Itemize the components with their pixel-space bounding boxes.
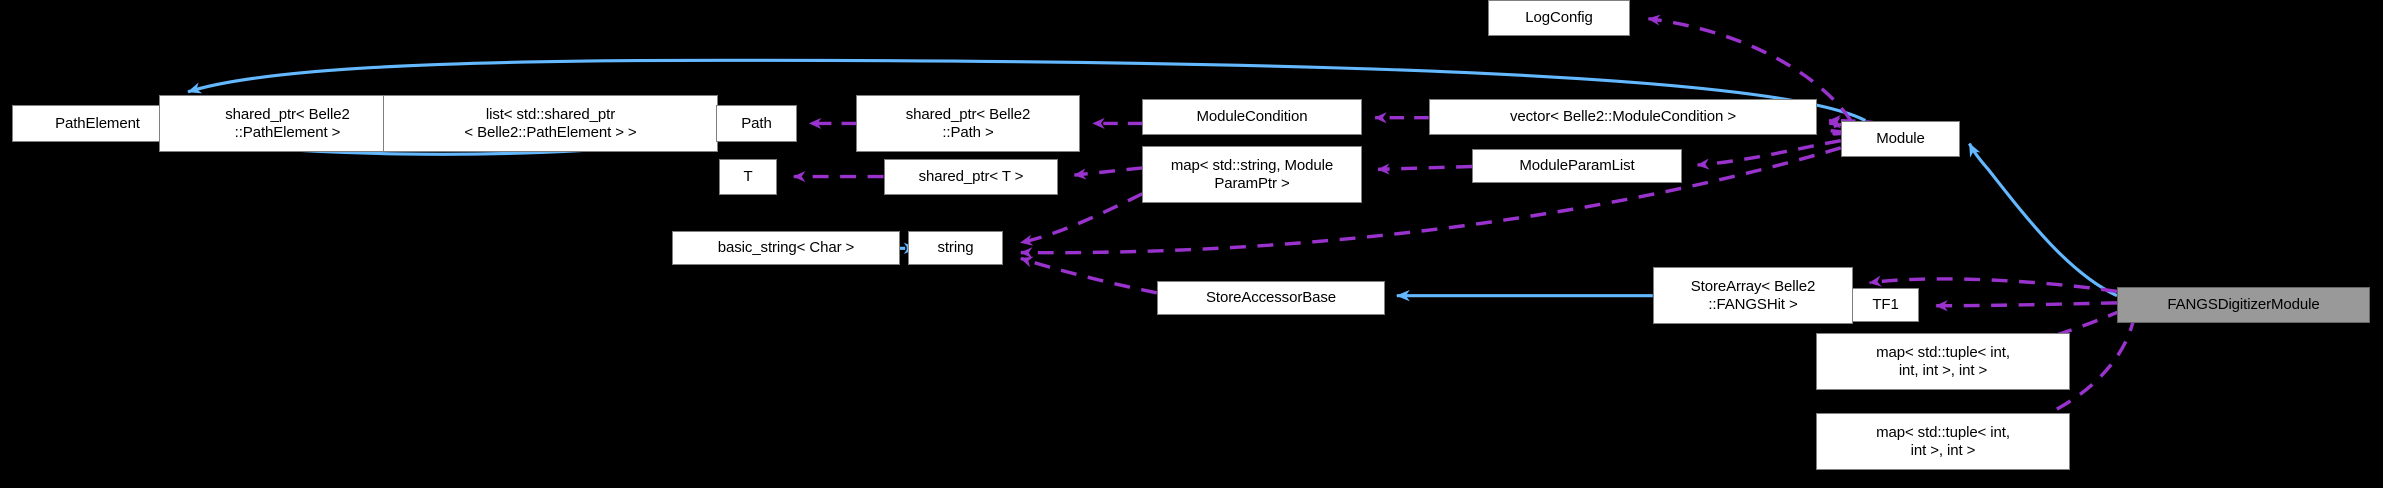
- node-label: Path: [741, 114, 772, 132]
- node-map_str_mpp[interactable]: map< std::string, Module ParamPtr >: [1142, 146, 1362, 203]
- node-fangsdigitizer[interactable]: FANGSDigitizerModule: [2117, 287, 2370, 323]
- node-label: LogConfig: [1525, 9, 1593, 27]
- node-storearray[interactable]: StoreArray< Belle2 ::FANGSHit >: [1653, 267, 1853, 324]
- node-basic_string[interactable]: basic_string< Char >: [672, 231, 900, 265]
- edge-storeaccessorbase-to-string: [1020, 256, 1158, 295]
- node-list_sp_pe[interactable]: list< std::shared_ptr < Belle2::PathElem…: [383, 95, 718, 152]
- node-label: FANGSDigitizerModule: [2167, 296, 2320, 314]
- node-label: StoreAccessorBase: [1205, 289, 1337, 307]
- node-sp_path[interactable]: shared_ptr< Belle2 ::Path >: [856, 95, 1080, 152]
- edge-module-to-moduleparamlist: [1696, 138, 1842, 170]
- node-label: map< std::tuple< int, int >, int >: [1876, 423, 2010, 459]
- node-label: list< std::shared_ptr < Belle2::PathElem…: [464, 105, 637, 141]
- node-label: shared_ptr< T >: [918, 168, 1024, 186]
- edge-fangs-to-tf1: [1935, 300, 2117, 312]
- node-label: ModuleCondition: [1196, 108, 1308, 126]
- node-t[interactable]: T: [719, 159, 777, 195]
- edge-module-to-vecmodcond: [1829, 130, 1841, 136]
- node-logconfig[interactable]: LogConfig: [1488, 0, 1630, 36]
- node-label: TF1: [1872, 296, 1899, 314]
- node-map_tuple2[interactable]: map< std::tuple< int, int >, int >: [1816, 413, 2070, 470]
- node-string[interactable]: string: [908, 231, 1003, 265]
- node-moduleparamlist[interactable]: ModuleParamList: [1472, 149, 1682, 183]
- node-label: map< std::tuple< int, int, int >, int >: [1876, 343, 2010, 379]
- node-label: Module: [1876, 130, 1925, 148]
- node-module[interactable]: Module: [1841, 121, 1960, 157]
- node-storeaccessorbase[interactable]: StoreAccessorBase: [1157, 281, 1385, 315]
- node-pathelement[interactable]: PathElement: [12, 105, 183, 142]
- node-path[interactable]: Path: [716, 105, 797, 142]
- node-tf1[interactable]: TF1: [1852, 288, 1919, 322]
- node-label: string: [937, 239, 974, 257]
- node-label: vector< Belle2::ModuleCondition >: [1509, 108, 1736, 126]
- edge-moduleparamlist-to-mapstrmpp: [1377, 163, 1473, 175]
- node-label: shared_ptr< Belle2 ::PathElement >: [225, 105, 350, 141]
- edge-mapstrmpp-to-spt: [1073, 166, 1143, 180]
- node-sp_t[interactable]: shared_ptr< T >: [884, 159, 1058, 195]
- node-map_tuple3[interactable]: map< std::tuple< int, int, int >, int >: [1816, 333, 2070, 390]
- node-label: shared_ptr< Belle2 ::Path >: [905, 105, 1031, 141]
- node-label: ModuleParamList: [1519, 157, 1635, 175]
- node-label: PathElement: [55, 114, 140, 132]
- node-sp_pathelement[interactable]: shared_ptr< Belle2 ::PathElement >: [159, 95, 416, 152]
- node-label: StoreArray< Belle2 ::FANGSHit >: [1690, 277, 1816, 313]
- edge-mapstrmpp-to-string: [1020, 192, 1144, 246]
- node-label: basic_string< Char >: [717, 239, 855, 257]
- edge-fangs-to-module: [1968, 142, 2118, 298]
- node-label: T: [743, 168, 753, 186]
- node-label: map< std::string, Module ParamPtr >: [1170, 156, 1334, 192]
- node-vec_modcond[interactable]: vector< Belle2::ModuleCondition >: [1429, 99, 1817, 135]
- node-modulecondition[interactable]: ModuleCondition: [1142, 99, 1362, 135]
